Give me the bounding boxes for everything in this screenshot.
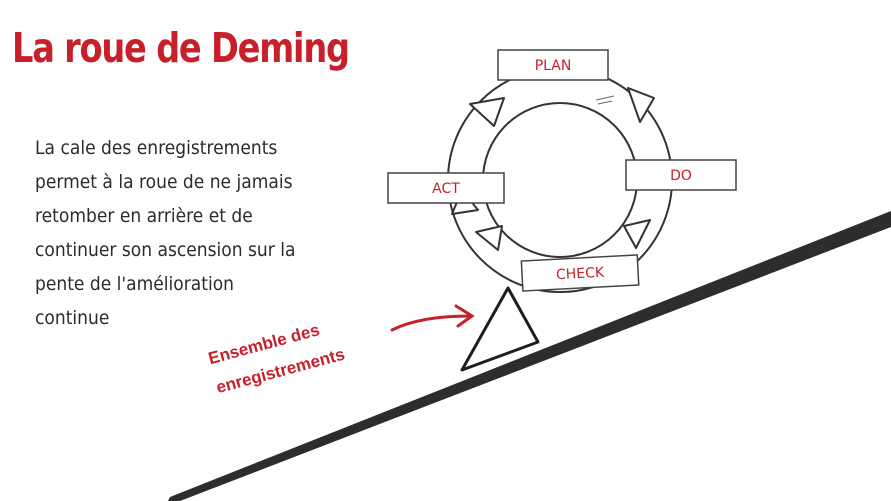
wheel-inner-ring [482,102,638,258]
description-line: retomber en arrière et de [35,205,253,227]
stage-check-label: CHECK [556,265,606,284]
description-line: continue [35,307,110,329]
stage-plan-label: PLAN [535,58,572,74]
description-line: permet à la roue de ne jamais [35,171,293,193]
curved-arrow-icon [469,97,505,127]
stage-do-label: DO [670,168,692,184]
curved-arrow-icon [623,219,651,249]
slide-title: La roue de Deming [12,24,350,72]
description-text: La cale des enregistrements permet à la … [35,131,332,335]
stage-act: ACT [387,172,505,204]
sketch-marks [595,95,615,105]
pointer-arrow-icon [390,304,475,332]
description-line: pente de l'amélioration [35,273,235,295]
cycle-arrows [451,87,655,251]
improvement-slope [168,211,891,501]
stage-plan: PLAN [497,49,609,81]
curved-arrow-icon [475,225,503,251]
stage-act-label: ACT [432,181,460,197]
stage-do: DO [625,159,737,191]
stage-check: CHECK [520,254,640,292]
curved-arrow-icon [627,87,655,123]
description-line: La cale des enregistrements [35,137,278,159]
wedge-triangle-icon [460,286,540,372]
description-line: continuer son ascension sur la [35,239,296,261]
